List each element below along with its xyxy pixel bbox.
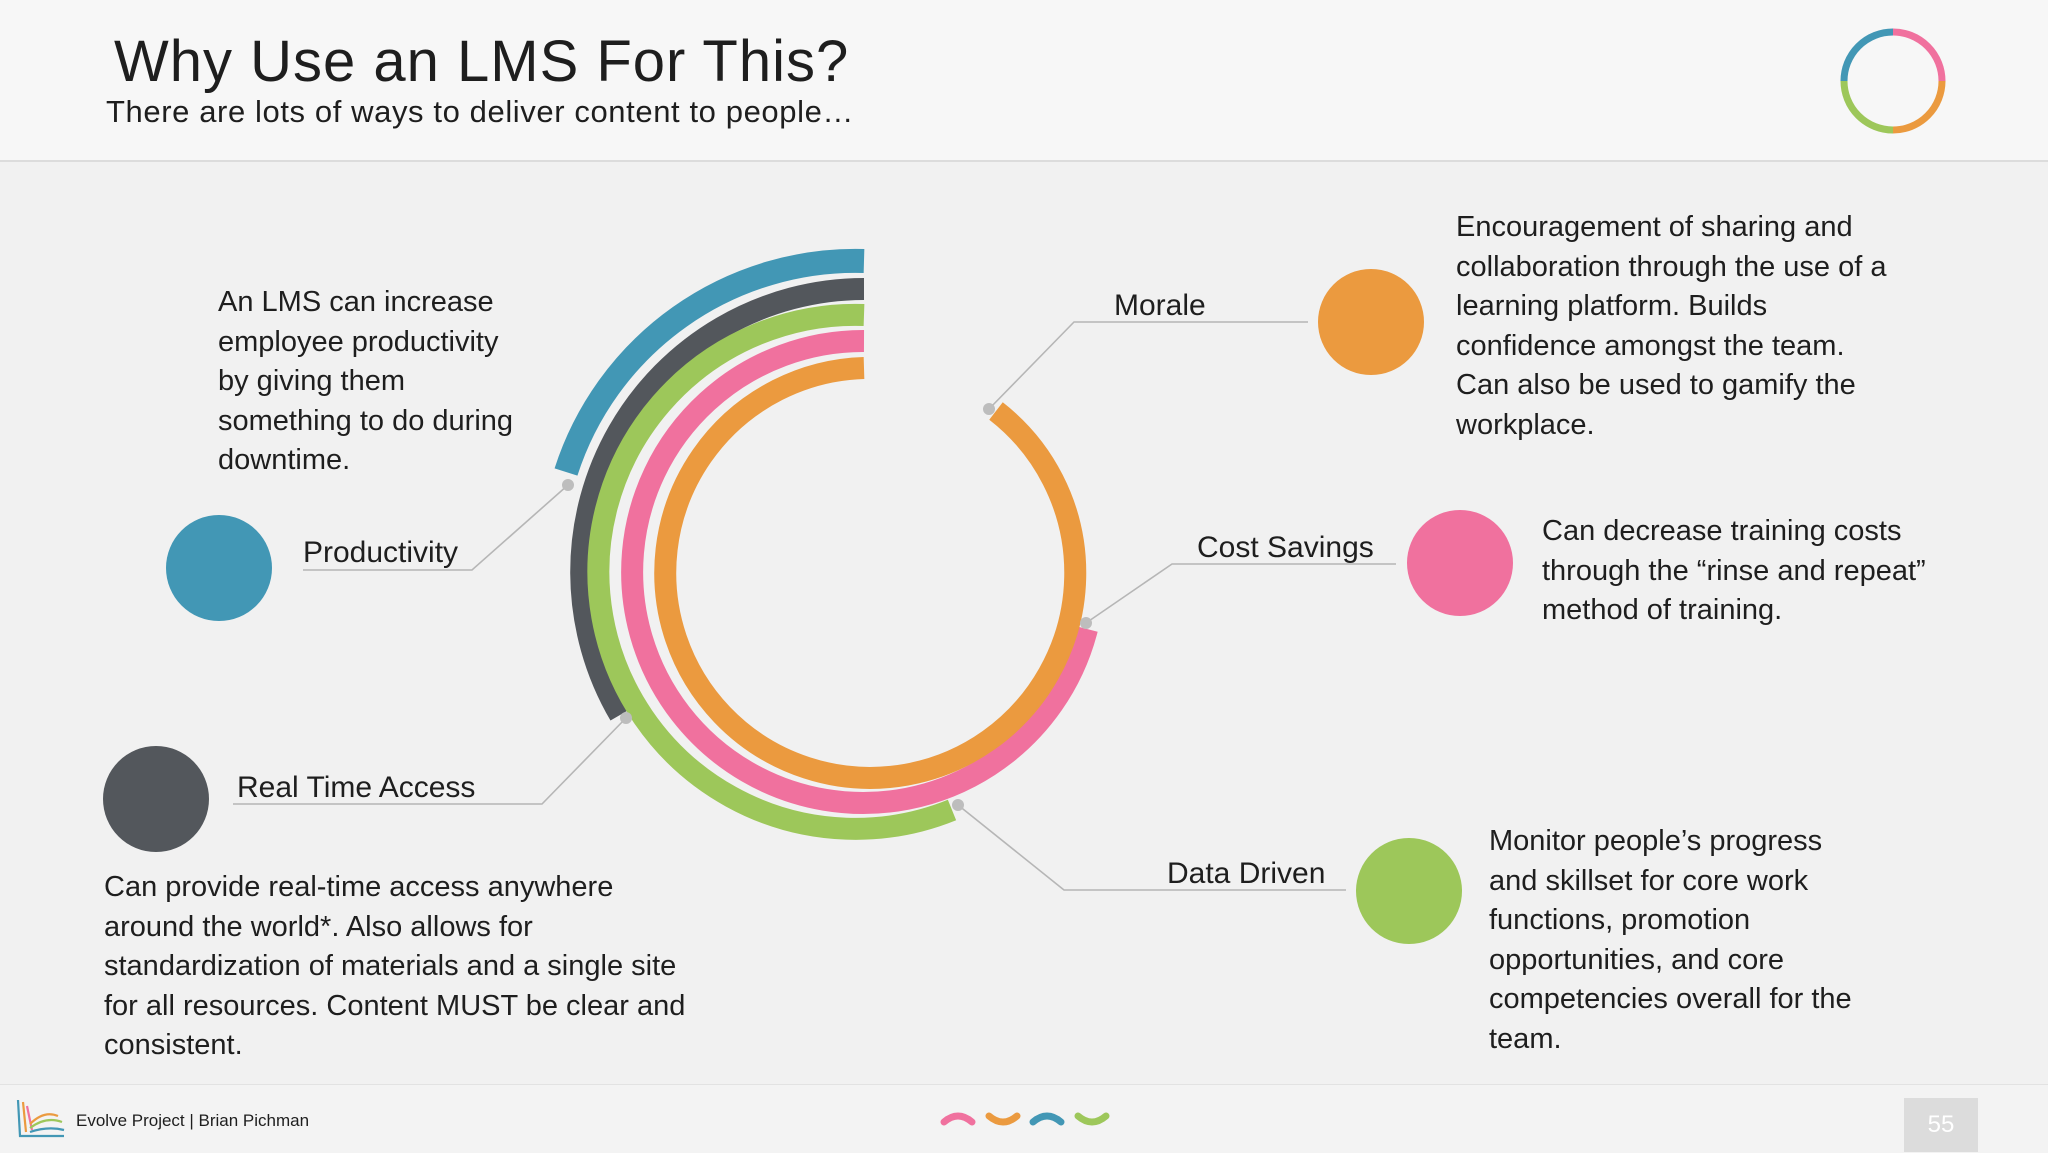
data-driven-arc [587,303,957,840]
cost-savings-arc [621,329,1098,814]
productivity-circle [166,515,272,621]
morale-connector-dot [983,403,995,415]
productivity-connector-dot [562,479,574,491]
content-area [0,162,2048,1084]
footer-credit: Evolve Project | Brian Pichman [76,1111,310,1130]
real-time-access-connector [233,717,627,805]
real-time-access-label: Real Time Access [237,771,476,804]
footer [0,1084,2048,1153]
real-time-access-description: Can provide real-time access anywhere ar… [104,871,686,1061]
cost-savings-label: Cost Savings [1197,531,1374,564]
data-driven-connector [957,804,1346,891]
ring-logo-icon [1840,28,1946,134]
cost-savings-connector [1085,563,1396,624]
morale-circle [1318,269,1424,375]
data-driven-connector-dot [952,799,964,811]
data-driven-circle [1356,838,1462,944]
productivity-label: Productivity [303,536,459,569]
header [0,0,2048,162]
productivity-description: An LMS can increase employee productivit… [218,286,514,476]
morale-description: Encouragement of sharing and collaborati… [1456,211,1887,441]
cost-savings-connector-dot [1080,617,1092,629]
morale-connector [988,321,1308,410]
real-time-access-arc [570,278,865,721]
book-logo-icon [16,1099,65,1138]
page-title: Why Use an LMS For This? [114,29,850,94]
page-subtitle: There are lots of ways to deliver conten… [106,94,855,129]
real-time-access-circle [103,746,209,852]
cost-savings-description: Can decrease training costs through the … [1542,515,1926,626]
data-driven-label: Data Driven [1167,857,1326,890]
morale-label: Morale [1114,289,1206,322]
productivity-connector [303,484,569,571]
color-dashes-icon [940,1112,1110,1126]
real-time-access-connector-dot [620,712,632,724]
morale-arc [654,357,1087,789]
data-driven-description: Monitor people’s progress and skillset f… [1489,825,1852,1055]
page-number: 55 [1904,1098,1978,1152]
cost-savings-circle [1407,510,1513,616]
productivity-arc [554,248,865,476]
